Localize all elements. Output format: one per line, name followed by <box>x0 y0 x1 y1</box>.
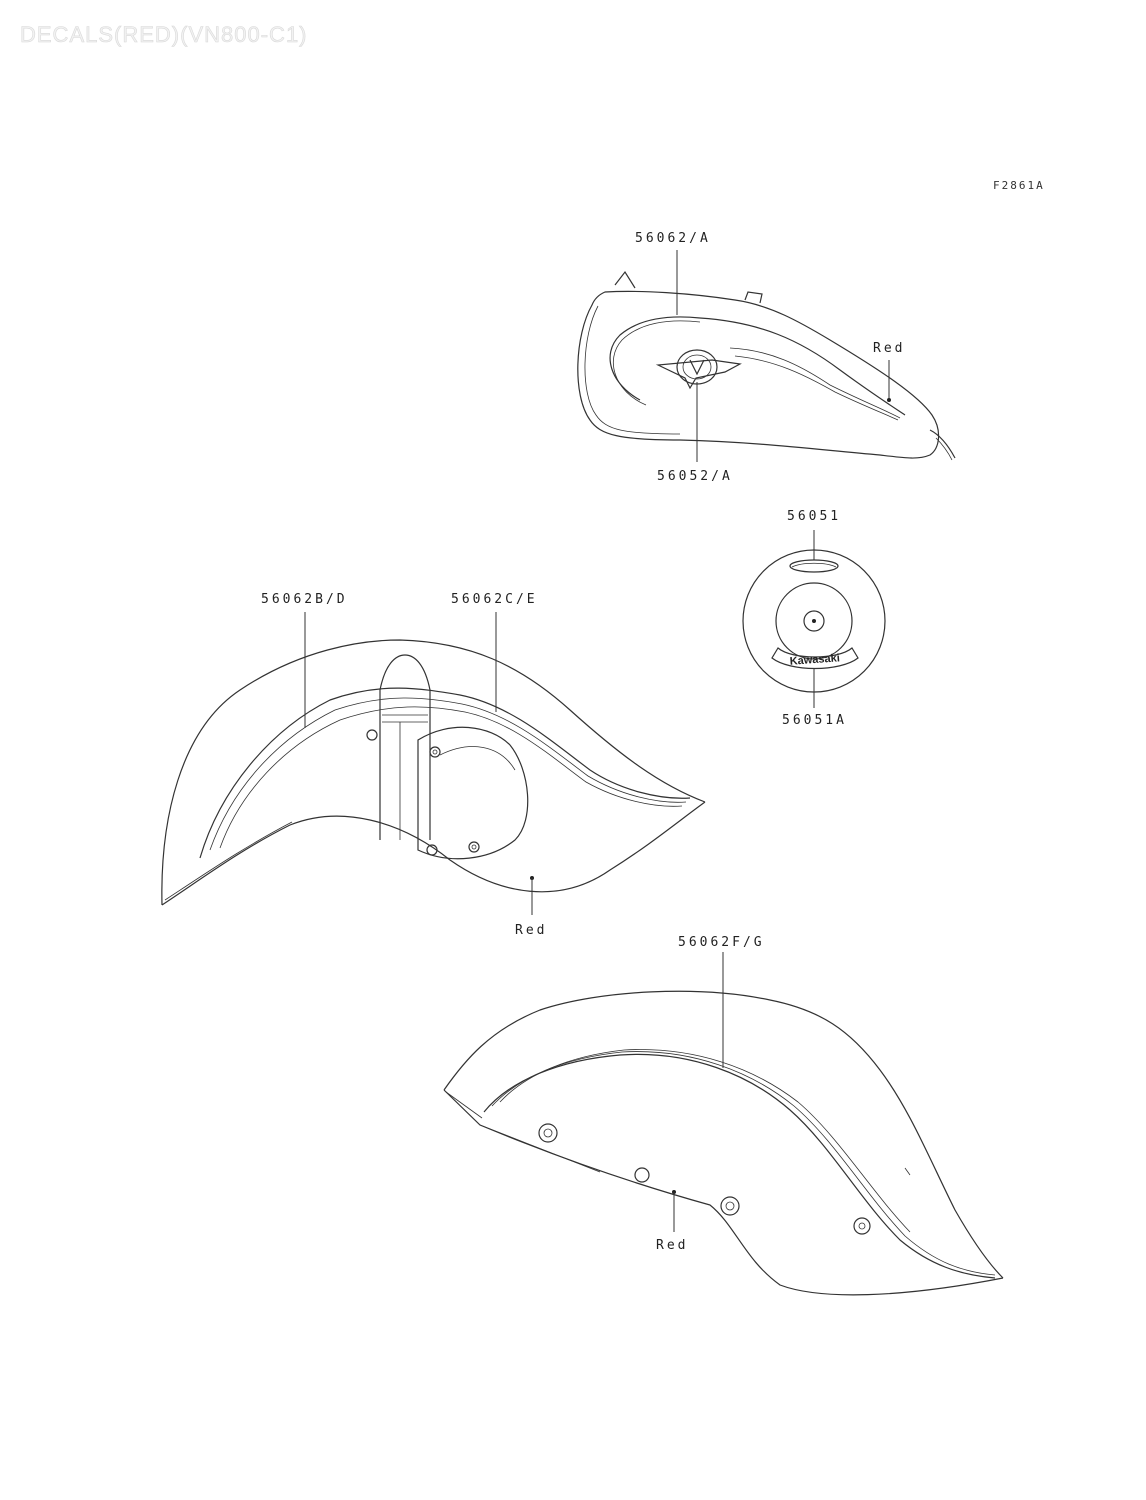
callout-front-color: Red <box>515 923 548 938</box>
callout-cover-top: 56051 <box>787 509 842 524</box>
callout-tank-stripe: 56062/A <box>635 231 711 246</box>
rear-fender <box>443 952 1004 1296</box>
cover-brand-text: Kawasaki <box>789 652 840 667</box>
callout-front-stripe-right: 56062C/E <box>451 592 538 607</box>
callout-tank-color: Red <box>873 341 906 356</box>
page-title: DECALS(RED)(VN800-C1) <box>20 22 308 48</box>
callout-cover-bottom: 56051A <box>782 713 847 728</box>
callout-rear-color: Red <box>656 1238 689 1253</box>
figure-code: F2861A <box>993 179 1045 192</box>
side-cover: Kawasaki <box>742 530 886 708</box>
callout-rear-stripe: 56062F/G <box>678 935 765 950</box>
callout-front-stripe-left: 56062B/D <box>261 592 348 607</box>
front-fender <box>161 612 706 915</box>
callout-tank-emblem: 56052/A <box>657 469 733 484</box>
fuel-tank <box>577 250 956 462</box>
